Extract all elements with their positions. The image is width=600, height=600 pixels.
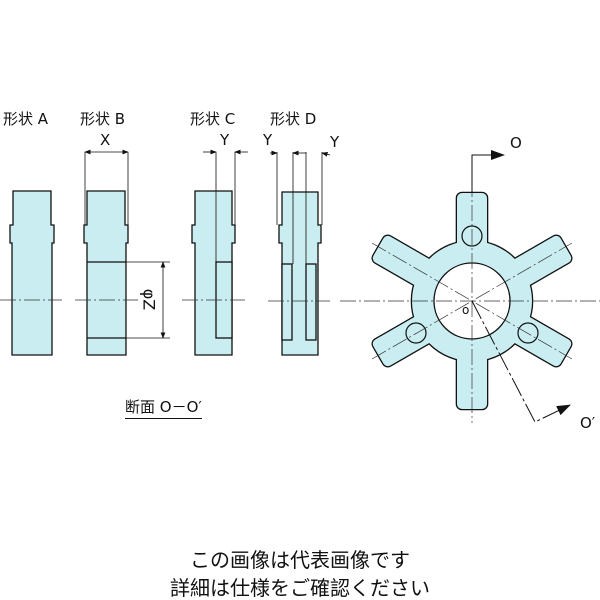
shape-b-label: 形状 B (80, 110, 126, 128)
section-top-label: O (510, 134, 522, 152)
section-title: 断面 O－O′ (125, 396, 202, 419)
shape-b-section (83, 190, 129, 356)
shape-a-section (9, 190, 55, 356)
dimension-y-label: Y (220, 131, 230, 149)
shape-a-label: 形状 A (3, 110, 49, 128)
dimension-x-label: X (100, 131, 111, 149)
footer-line-2: 詳細は仕様をご確認ください (170, 576, 430, 600)
shape-c-label: 形状 C (190, 110, 236, 128)
shape-d-label: 形状 D (270, 110, 317, 128)
dimension-y-right-label: Y (330, 133, 340, 151)
star-spider-front-view (340, 150, 600, 423)
dimension-phi-z-label: φZ (139, 288, 159, 311)
dimension-y-left-label: Y (263, 131, 273, 149)
center-o-label: o (462, 303, 470, 317)
section-bottom-label: O′ (580, 414, 596, 432)
footer-line-1: この画像は代表画像です (190, 548, 410, 572)
